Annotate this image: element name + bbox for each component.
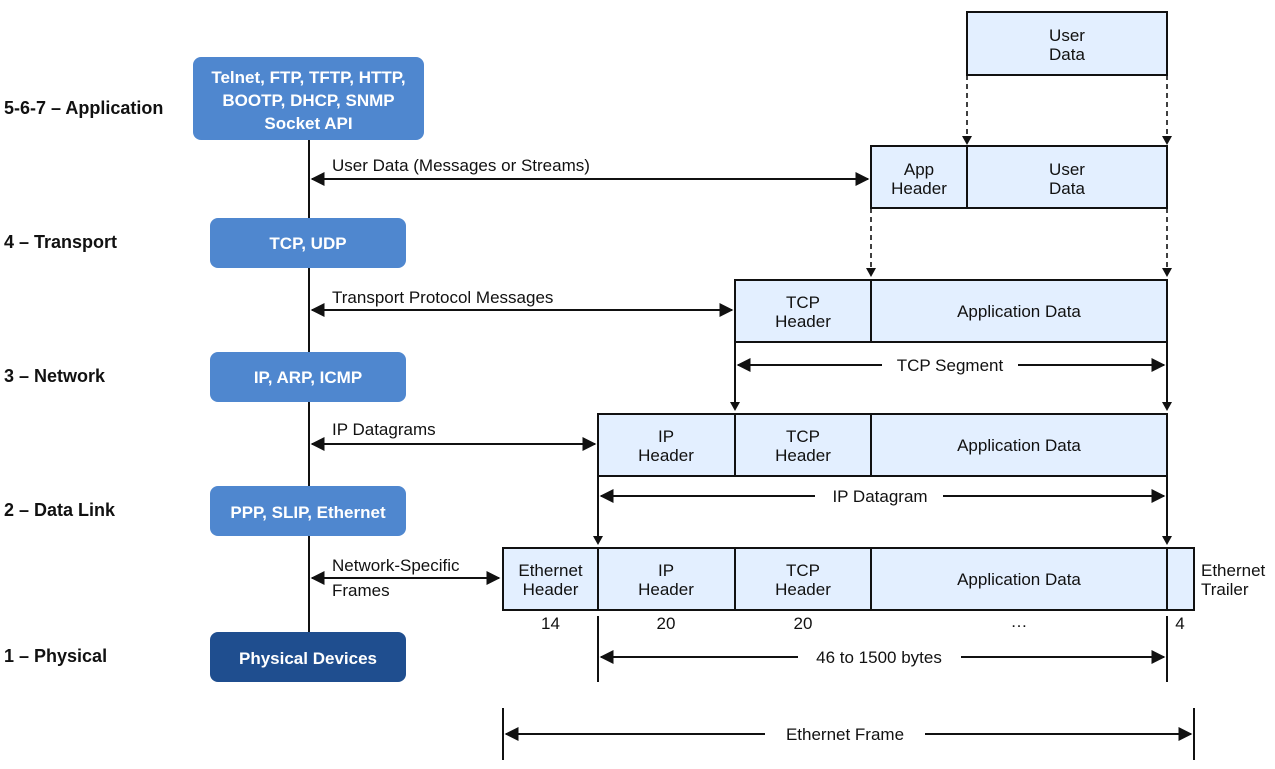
cell-app-header-line-2: Header xyxy=(891,179,947,198)
arrowhead xyxy=(1162,402,1172,411)
flow-label-datalink-physical-line-1: Network-Specific xyxy=(332,556,460,575)
arrowhead xyxy=(962,136,972,145)
protocol-application-line-3: Socket API xyxy=(264,114,352,133)
protocol-box-network: IP, ARP, ICMP xyxy=(210,352,406,402)
arrowhead xyxy=(1162,268,1172,277)
cell-ip-header xyxy=(597,547,736,611)
cell-application-data-label: Application Data xyxy=(957,302,1081,321)
byte-size-ethernet-header: 14 xyxy=(541,614,560,633)
cell-ip-header xyxy=(597,413,736,477)
layer-label-datalink: 2 – Data Link xyxy=(4,500,116,520)
cell-user-data-line-2: Data xyxy=(1049,179,1085,198)
cell-app-header xyxy=(870,145,968,209)
layer-label-application: 5-6-7 – Application xyxy=(4,98,163,118)
protocol-box-application: Telnet, FTP, TFTP, HTTP, BOOTP, DHCP, SN… xyxy=(193,57,424,140)
cell-ip-header-line-2: Header xyxy=(638,580,694,599)
cell-tcp-header-line-2: Header xyxy=(775,446,831,465)
arrowhead xyxy=(593,536,603,545)
protocol-physical-label: Physical Devices xyxy=(239,649,377,668)
span-label-payload-bytes: 46 to 1500 bytes xyxy=(816,648,942,667)
byte-size-application-data: … xyxy=(1011,612,1028,631)
cell-application-data xyxy=(870,279,1168,343)
row-user-data: User Data xyxy=(966,11,1168,76)
span-label-ip-datagram: IP Datagram xyxy=(832,487,927,506)
cell-ethernet-header-line-1: Ethernet xyxy=(518,561,583,580)
flow-label-transport-network: Transport Protocol Messages xyxy=(332,288,553,307)
cell-ip-header-line-1: IP xyxy=(658,427,674,446)
span-label-ethernet-frame: Ethernet Frame xyxy=(786,725,904,744)
cell-tcp-header-line-2: Header xyxy=(775,312,831,331)
byte-size-tcp-header: 20 xyxy=(794,614,813,633)
cell-ip-header-line-2: Header xyxy=(638,446,694,465)
protocol-network-label: IP, ARP, ICMP xyxy=(254,368,362,387)
arrowhead xyxy=(1162,536,1172,545)
cell-ethernet-header-line-2: Header xyxy=(523,580,579,599)
cell-application-data-label: Application Data xyxy=(957,570,1081,589)
protocol-box-datalink: PPP, SLIP, Ethernet xyxy=(210,486,406,536)
cell-tcp-header-line-1: TCP xyxy=(786,293,820,312)
row-tcp-segment: TCP Header Application Data xyxy=(734,279,1168,343)
cell-application-data xyxy=(870,413,1168,477)
row-ethernet-frame: Ethernet Header IP Header TCP Header App… xyxy=(502,547,1266,611)
row-application-message: App Header User Data xyxy=(870,145,1168,209)
ethernet-trailer-label-line-1: Ethernet xyxy=(1201,561,1266,580)
cell-tcp-header-line-2: Header xyxy=(775,580,831,599)
cell-application-data-label: Application Data xyxy=(957,436,1081,455)
cell-user-data-top-line-1: User xyxy=(1049,26,1085,45)
arrowhead xyxy=(866,268,876,277)
flow-label-datalink-physical-line-2: Frames xyxy=(332,581,390,600)
layer-label-physical: 1 – Physical xyxy=(4,646,107,666)
ethernet-trailer-label-line-2: Trailer xyxy=(1201,580,1249,599)
cell-user-data-line-1: User xyxy=(1049,160,1085,179)
cell-ethernet-trailer xyxy=(1166,547,1195,611)
cell-app-header-line-1: App xyxy=(904,160,934,179)
protocol-application-line-1: Telnet, FTP, TFTP, HTTP, xyxy=(211,68,405,87)
cell-user-data-top-line-2: Data xyxy=(1049,45,1085,64)
cell-tcp-header xyxy=(734,547,872,611)
arrowhead xyxy=(730,402,740,411)
protocol-box-physical: Physical Devices xyxy=(210,632,406,682)
byte-size-ethernet-trailer: 4 xyxy=(1175,614,1184,633)
arrowhead xyxy=(1162,136,1172,145)
byte-size-ip-header: 20 xyxy=(657,614,676,633)
layer-label-network: 3 – Network xyxy=(4,366,106,386)
protocol-transport-label: TCP, UDP xyxy=(269,234,346,253)
protocol-datalink-label: PPP, SLIP, Ethernet xyxy=(230,503,386,522)
cell-application-data xyxy=(870,547,1168,611)
cell-tcp-header-line-1: TCP xyxy=(786,427,820,446)
cell-user-data-top xyxy=(966,11,1168,76)
row-ip-datagram: IP Header TCP Header Application Data xyxy=(597,413,1168,477)
flow-label-app-transport: User Data (Messages or Streams) xyxy=(332,156,590,175)
cell-user-data xyxy=(966,145,1168,209)
protocol-box-transport: TCP, UDP xyxy=(210,218,406,268)
cell-ip-header-line-1: IP xyxy=(658,561,674,580)
cell-tcp-header-line-1: TCP xyxy=(786,561,820,580)
layer-label-transport: 4 – Transport xyxy=(4,232,117,252)
span-label-tcp-segment: TCP Segment xyxy=(897,356,1004,375)
protocol-application-line-2: BOOTP, DHCP, SNMP xyxy=(222,91,394,110)
cell-ethernet-header xyxy=(502,547,599,611)
flow-label-network-datalink: IP Datagrams xyxy=(332,420,436,439)
